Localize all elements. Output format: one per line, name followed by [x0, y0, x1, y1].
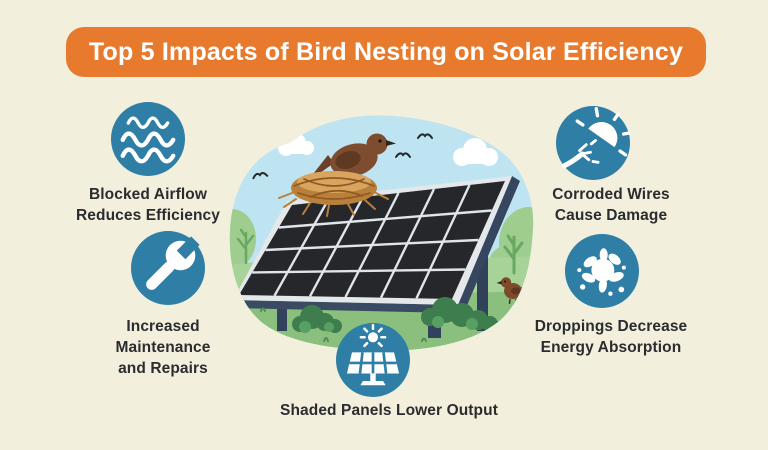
cloud-icon: [453, 138, 498, 166]
airflow-waves-icon: [120, 116, 176, 164]
title-banner: Top 5 Impacts of Bird Nesting on Solar E…: [66, 27, 706, 77]
badge-droppings: [565, 234, 639, 308]
badge-blocked-airflow: [111, 102, 185, 176]
impact-label-increased-maintenance: Increased Maintenance and Repairs: [115, 318, 211, 377]
branch-tree-icon: [236, 228, 255, 265]
impact-label-droppings: Droppings Decrease Energy Absorption: [534, 318, 688, 356]
shaded-solar-panel-icon: [346, 323, 400, 386]
wrench-icon: [146, 236, 200, 290]
badge-corroded-wires: [556, 106, 630, 180]
illustration-svg: [229, 115, 534, 351]
bird-nest: [278, 171, 389, 217]
badge-increased-maintenance: [131, 231, 205, 305]
impact-label-shaded-panels: Shaded Panels Lower Output: [280, 402, 498, 419]
flying-birds-icon: [252, 133, 433, 180]
corroded-wire-sun-icon: [561, 106, 630, 169]
droppings-splat-icon: [577, 248, 626, 296]
badge-shaded-panels: [336, 323, 410, 397]
branch-tree-icon: [503, 234, 524, 275]
solar-panel-illustration: [226, 103, 538, 353]
impact-label-corroded-wires: Corroded Wires Cause Damage: [552, 186, 670, 224]
bird-nest-group: [278, 133, 396, 217]
page-title: Top 5 Impacts of Bird Nesting on Solar E…: [88, 37, 684, 66]
impact-label-blocked-airflow: Blocked Airflow Reduces Efficiency: [76, 186, 220, 224]
